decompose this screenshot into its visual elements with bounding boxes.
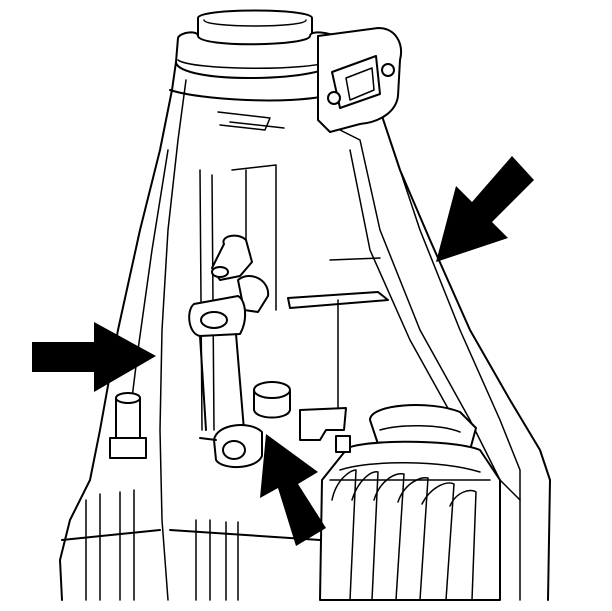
- lower-lever-eye: [199, 424, 263, 468]
- drain-plug: [253, 381, 291, 419]
- shift-lever: [188, 234, 270, 431]
- left-side-stud: [109, 392, 147, 459]
- top-collar: [175, 9, 339, 79]
- arrow-left: [32, 322, 156, 392]
- valve-body: [299, 404, 501, 601]
- arrow-upper-right: [436, 156, 534, 262]
- lower-case-ribs: [61, 489, 321, 601]
- mounting-ear: [317, 27, 402, 133]
- internal-shelf: [287, 257, 389, 421]
- arrow-bottom-center: [260, 434, 326, 546]
